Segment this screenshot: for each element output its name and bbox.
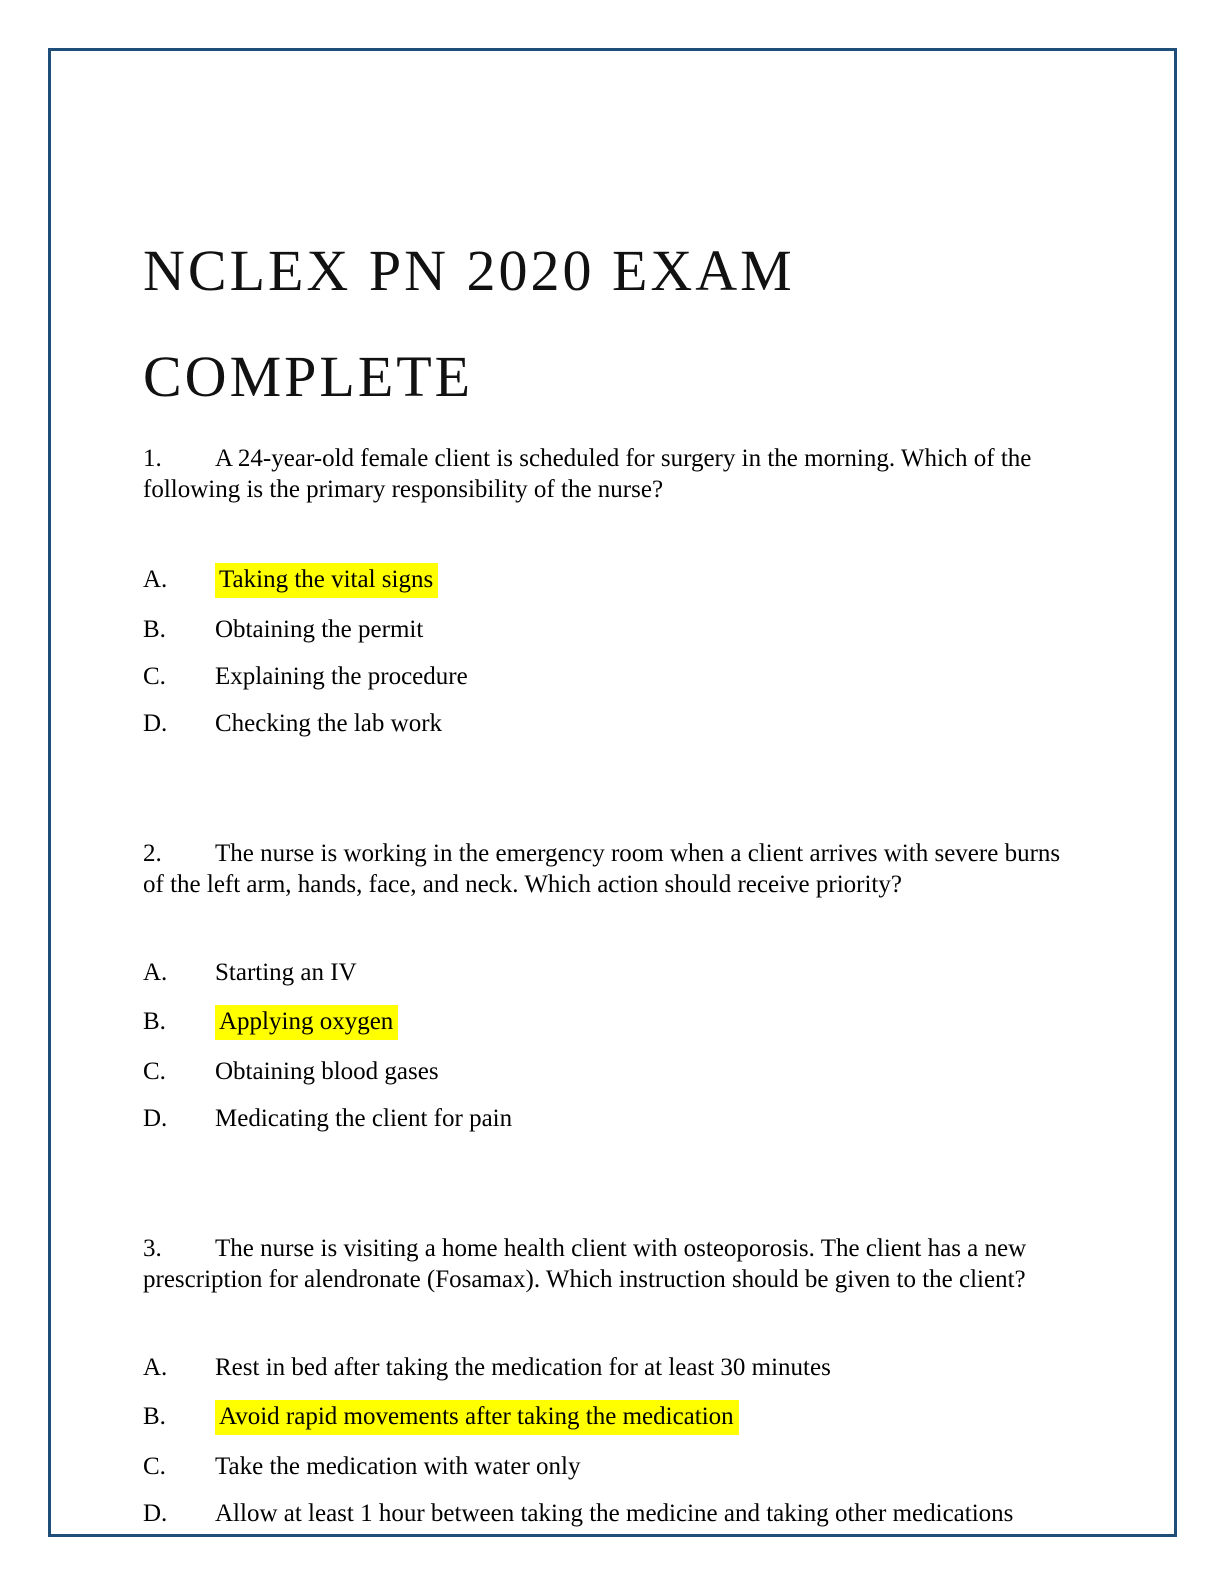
question-block-2: 2.The nurse is working in the emergency … [143, 838, 1083, 1151]
option-text: Obtaining the permit [215, 616, 424, 643]
option-row: D. Medicating the client for pain [143, 1104, 1083, 1134]
question-stem: The nurse is visiting a home health clie… [143, 1235, 1027, 1293]
option-row: D. Allow at least 1 hour between taking … [143, 1499, 1083, 1529]
option-letter: C. [143, 663, 166, 690]
document-title-line-1: NCLEX PN 2020 EXAM [143, 238, 795, 303]
option-letter: D. [143, 1500, 168, 1527]
option-letter: A. [143, 566, 168, 593]
option-text: Obtaining blood gases [215, 1058, 439, 1085]
question-stem: The nurse is working in the emergency ro… [143, 840, 1061, 898]
options-list: A. Rest in bed after taking the medicati… [143, 1353, 1083, 1529]
document-title: NCLEX PN 2020 EXAM COMPLETE [143, 218, 795, 430]
question-text: 1.A 24-year-old female client is schedul… [143, 443, 1083, 505]
option-row: A. Rest in bed after taking the medicati… [143, 1353, 1083, 1383]
option-letter: B. [143, 1403, 166, 1430]
option-row: B. Applying oxygen [143, 1005, 1083, 1040]
question-number: 2. [143, 840, 162, 867]
question-block-1: 1.A 24-year-old female client is schedul… [143, 443, 1083, 756]
question-stem: A 24-year-old female client is scheduled… [143, 445, 1032, 503]
option-letter: C. [143, 1453, 166, 1480]
option-text: Avoid rapid movements after taking the m… [215, 1400, 739, 1435]
option-text: Starting an IV [215, 959, 357, 986]
option-letter: B. [143, 616, 166, 643]
option-row: A. Starting an IV [143, 958, 1083, 988]
option-text: Allow at least 1 hour between taking the… [215, 1500, 1014, 1527]
question-text: 2.The nurse is working in the emergency … [143, 838, 1083, 900]
option-text: Take the medication with water only [215, 1453, 581, 1480]
option-text: Explaining the procedure [215, 663, 468, 690]
option-row: B. Obtaining the permit [143, 615, 1083, 645]
option-text: Medicating the client for pain [215, 1105, 513, 1132]
page-border-frame [48, 48, 1177, 1537]
option-letter: D. [143, 710, 168, 737]
question-number: 1. [143, 445, 162, 472]
option-row: C. Take the medication with water only [143, 1452, 1083, 1482]
option-text: Applying oxygen [215, 1005, 399, 1040]
option-row: D. Checking the lab work [143, 709, 1083, 739]
question-number: 3. [143, 1235, 162, 1262]
option-row: A. Taking the vital signs [143, 563, 1083, 598]
option-letter: B. [143, 1008, 166, 1035]
question-block-3: 3.The nurse is visiting a home health cl… [143, 1233, 1083, 1546]
option-row: B. Avoid rapid movements after taking th… [143, 1400, 1083, 1435]
option-letter: D. [143, 1105, 168, 1132]
option-letter: A. [143, 959, 168, 986]
option-letter: C. [143, 1058, 166, 1085]
option-row: C. Obtaining blood gases [143, 1057, 1083, 1087]
question-text: 3.The nurse is visiting a home health cl… [143, 1233, 1083, 1295]
options-list: A. Starting an IV B. Applying oxygen C. … [143, 958, 1083, 1134]
options-list: A. Taking the vital signs B. Obtaining t… [143, 563, 1083, 739]
document-title-line-2: COMPLETE [143, 344, 474, 409]
option-text: Taking the vital signs [215, 563, 439, 598]
option-text: Checking the lab work [215, 710, 443, 737]
option-row: C. Explaining the procedure [143, 662, 1083, 692]
option-text: Rest in bed after taking the medication … [215, 1354, 831, 1381]
option-letter: A. [143, 1354, 168, 1381]
